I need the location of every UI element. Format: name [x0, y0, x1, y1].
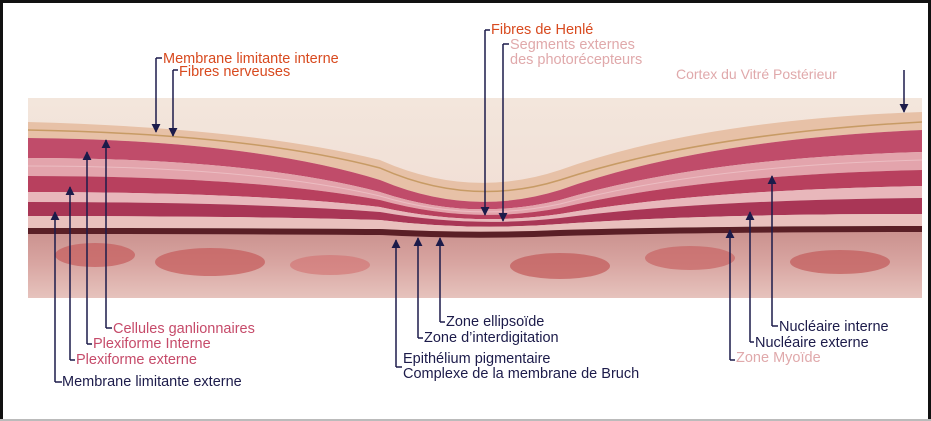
vessel [790, 250, 890, 274]
label-zone-interdigitation: Zone d’interdigitation [424, 330, 559, 346]
vessel [55, 243, 135, 267]
label-fibres-nerveuses: Fibres nerveuses [179, 64, 290, 80]
label-cellules-ganglionnaires: Cellules ganlionnaires [113, 321, 255, 337]
label-zone-ellipsoide: Zone ellipsoïde [446, 314, 544, 330]
label-membrane-limitante-externe: Membrane limitante externe [62, 374, 242, 390]
frame-border-top [0, 0, 931, 3]
label-cortex-vitre: Cortex du Vitré Postérieur [676, 66, 837, 82]
label-plexiforme-externe: Plexiforme externe [76, 352, 197, 368]
vessel [290, 255, 370, 275]
label-epithelium-pigmentaire: Epithélium pigmentaire [403, 351, 551, 367]
label-fibres-de-henle: Fibres de Henlé [491, 22, 593, 38]
vessel [645, 246, 735, 270]
vessel [155, 248, 265, 276]
label-segments-externes-1: Segments externes [510, 37, 635, 53]
label-zone-myoide: Zone Myoïde [736, 350, 821, 366]
label-plexiforme-interne: Plexiforme Interne [93, 336, 211, 352]
label-complexe-bruch: Complexe de la membrane de Bruch [403, 366, 639, 382]
frame-border-left [0, 0, 3, 421]
label-nucleaire-interne: Nucléaire interne [779, 319, 889, 335]
label-nucleaire-externe: Nucléaire externe [755, 335, 869, 351]
vessel [510, 253, 610, 279]
label-segments-externes-2: des photorécepteurs [510, 52, 642, 68]
